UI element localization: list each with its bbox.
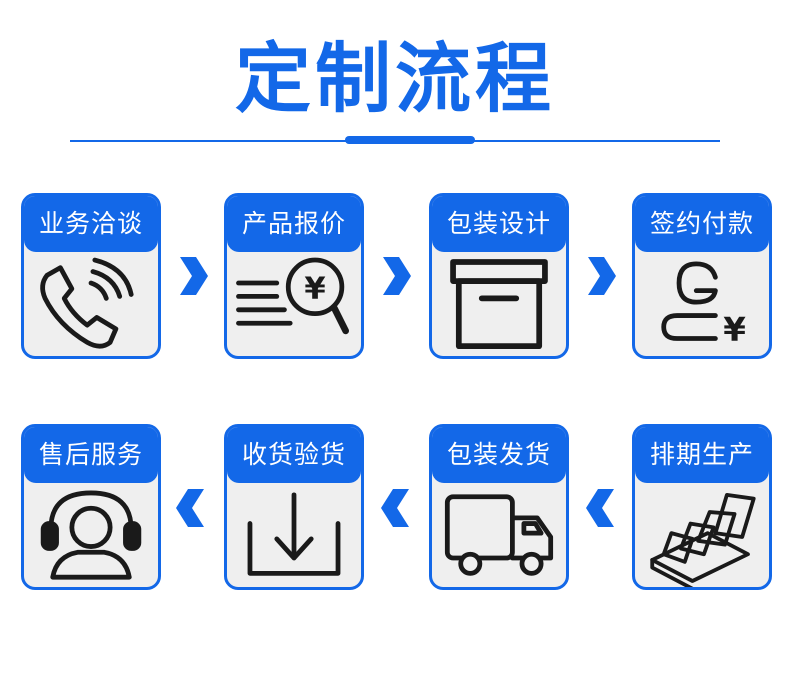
- step-card-packaging-design: 包装设计: [429, 193, 569, 359]
- step-card-quotation: 产品报价 ¥: [224, 193, 364, 359]
- step-card-after-sales: 售后服务: [21, 424, 161, 590]
- chevron-left-icon: [379, 485, 415, 531]
- chevron-left-icon: [584, 485, 620, 531]
- chevron-left-icon: [174, 485, 210, 531]
- yen-symbol: ¥: [304, 271, 325, 306]
- page-title: 定制流程: [235, 34, 555, 123]
- receive-icon: [247, 492, 341, 576]
- step-card-sign-payment: 签约付款 ¥: [632, 193, 772, 359]
- phone-icon: [40, 257, 134, 349]
- chevron-right-icon: [582, 253, 618, 299]
- truck-icon: [444, 494, 554, 576]
- title-divider-accent: [345, 136, 475, 144]
- step-card-schedule-production: 排期生产: [632, 424, 772, 590]
- payment-icon: ¥: [661, 261, 746, 348]
- step-card-negotiation: 业务洽谈: [21, 193, 161, 359]
- step-label: 包装发货: [432, 427, 566, 483]
- step-label: 产品报价: [227, 196, 361, 252]
- yen-symbol: ¥: [723, 310, 746, 348]
- step-label: 签约付款: [635, 196, 769, 252]
- chevron-right-icon: [174, 253, 210, 299]
- step-label: 收货验货: [227, 427, 361, 483]
- step-label: 包装设计: [432, 196, 566, 252]
- box-icon: [450, 259, 548, 350]
- production-icon: [650, 492, 756, 587]
- price-magnifier-icon: ¥: [236, 257, 350, 335]
- chevron-right-icon: [377, 253, 413, 299]
- step-label: 售后服务: [24, 427, 158, 483]
- step-card-package-ship: 包装发货: [429, 424, 569, 590]
- headset-icon: [40, 490, 142, 580]
- step-label: 业务洽谈: [24, 196, 158, 252]
- step-card-receive-inspect: 收货验货: [224, 424, 364, 590]
- step-label: 排期生产: [635, 427, 769, 483]
